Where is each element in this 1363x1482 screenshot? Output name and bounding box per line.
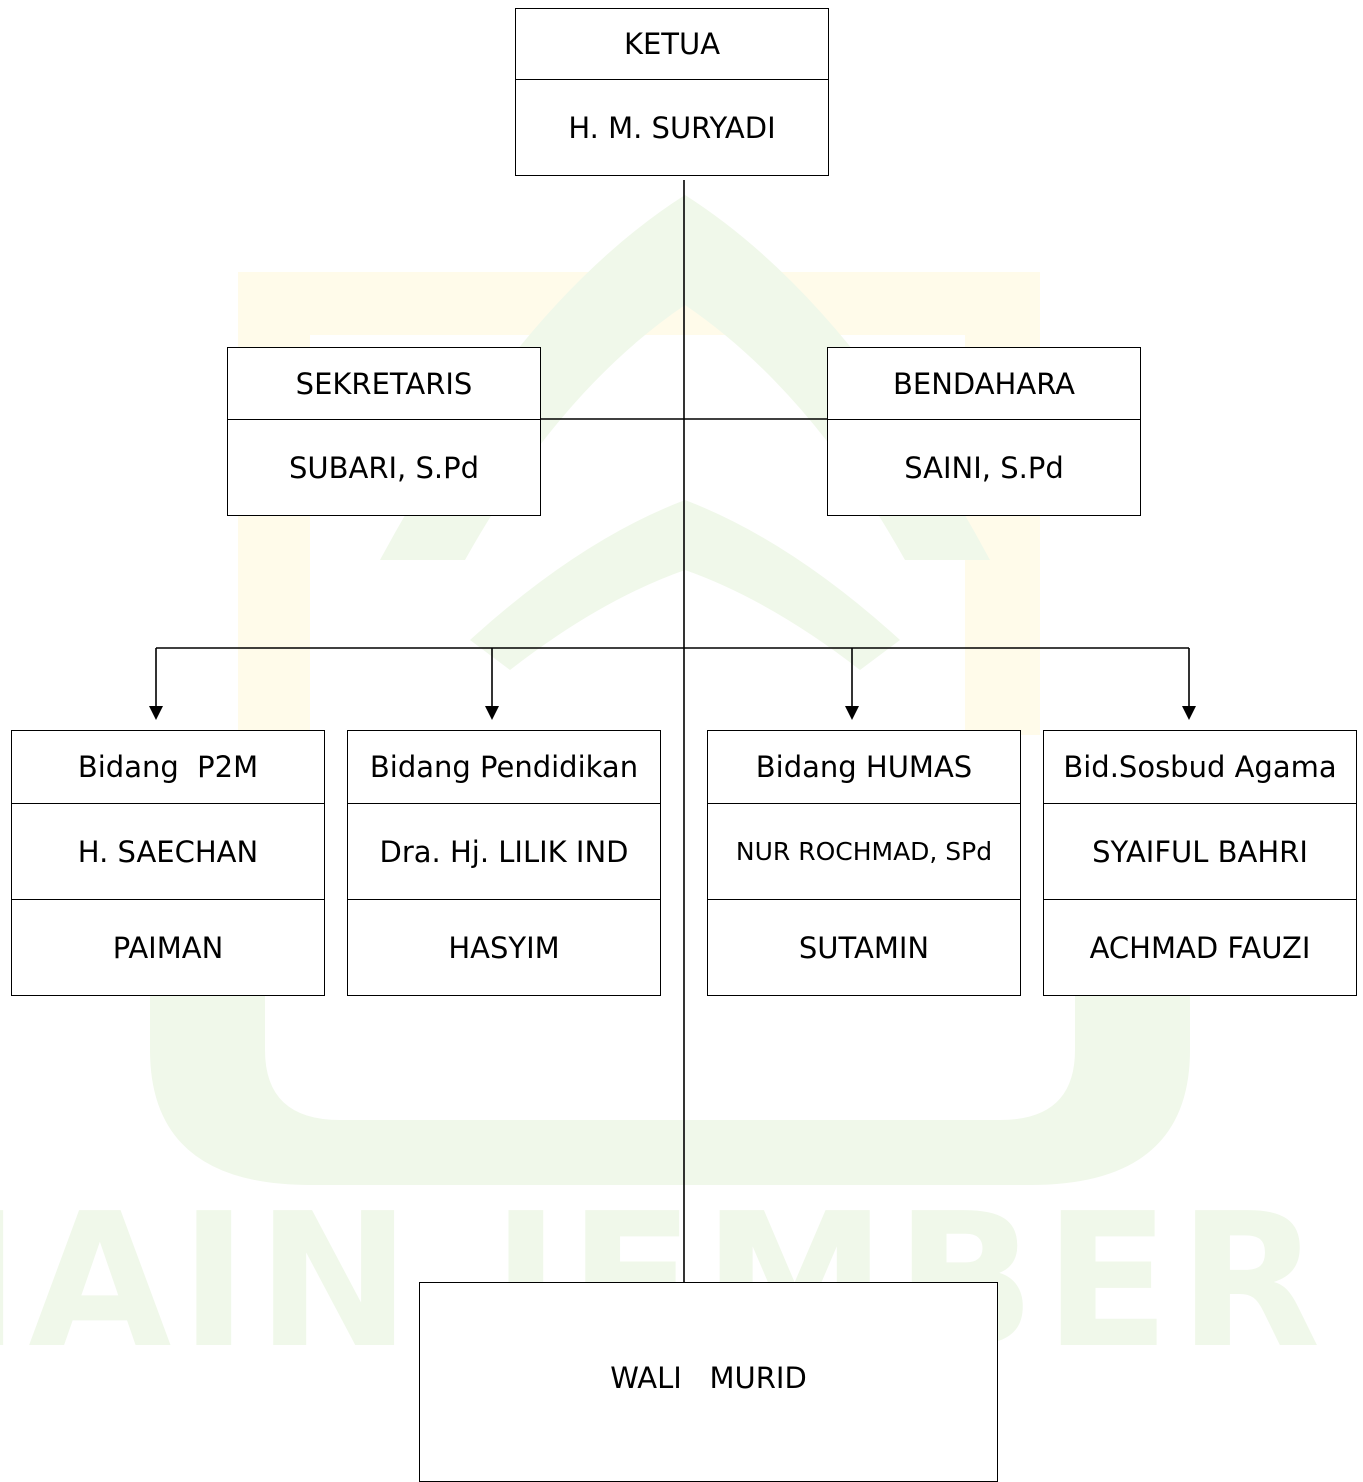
arrowhead-bidang-1 [149, 706, 163, 720]
arrowhead-bidang-3 [845, 706, 859, 720]
ketua-name: H. M. SURYADI [516, 79, 828, 175]
bidang-p2m-member-1: H. SAECHAN [12, 803, 324, 899]
ketua-box: KETUA H. M. SURYADI [515, 8, 829, 176]
logo-yellow-frame [238, 272, 1040, 735]
logo-green-inner-arch [470, 500, 900, 670]
bidang-pendidikan-member-1: Dra. Hj. LILIK IND [348, 803, 660, 899]
bidang-sosbud-agama-member-1: SYAIFUL BAHRI [1044, 803, 1356, 899]
sekretaris-box: SEKRETARIS SUBARI, S.Pd [227, 347, 541, 516]
bendahara-title: BENDAHARA [892, 366, 1076, 401]
arrowhead-bidang-4 [1182, 706, 1196, 720]
wali-murid-box: WALI MURID [419, 1282, 998, 1482]
sekretaris-title: SEKRETARIS [295, 366, 473, 401]
bidang-humas-box: Bidang HUMAS NUR ROCHMAD, SPd SUTAMIN [707, 730, 1021, 996]
bendahara-box: BENDAHARA SAINI, S.Pd [827, 347, 1141, 516]
ketua-title: KETUA [623, 27, 721, 61]
bidang-pendidikan-member-2: HASYIM [348, 899, 660, 995]
sekretaris-name: SUBARI, S.Pd [228, 419, 540, 515]
bidang-p2m-member-2: PAIMAN [12, 899, 324, 995]
bidang-p2m-title: Bidang P2M [77, 750, 259, 784]
bidang-pendidikan-box: Bidang Pendidikan Dra. Hj. LILIK IND HAS… [347, 730, 661, 996]
bidang-humas-member-2: SUTAMIN [708, 899, 1020, 995]
bidang-pendidikan-title: Bidang Pendidikan [369, 750, 639, 784]
bendahara-name: SAINI, S.Pd [828, 419, 1140, 515]
wali-murid-label: WALI MURID [610, 1361, 807, 1395]
arrowhead-bidang-2 [485, 706, 499, 720]
bidang-sosbud-agama-box: Bid.Sosbud Agama SYAIFUL BAHRI ACHMAD FA… [1043, 730, 1357, 996]
bidang-humas-member-1: NUR ROCHMAD, SPd [708, 803, 1020, 899]
bidang-humas-title: Bidang HUMAS [755, 750, 973, 784]
bidang-sosbud-agama-title: Bid.Sosbud Agama [1063, 750, 1337, 784]
bidang-p2m-box: Bidang P2M H. SAECHAN PAIMAN [11, 730, 325, 996]
bidang-sosbud-agama-member-2: ACHMAD FAUZI [1044, 899, 1356, 995]
